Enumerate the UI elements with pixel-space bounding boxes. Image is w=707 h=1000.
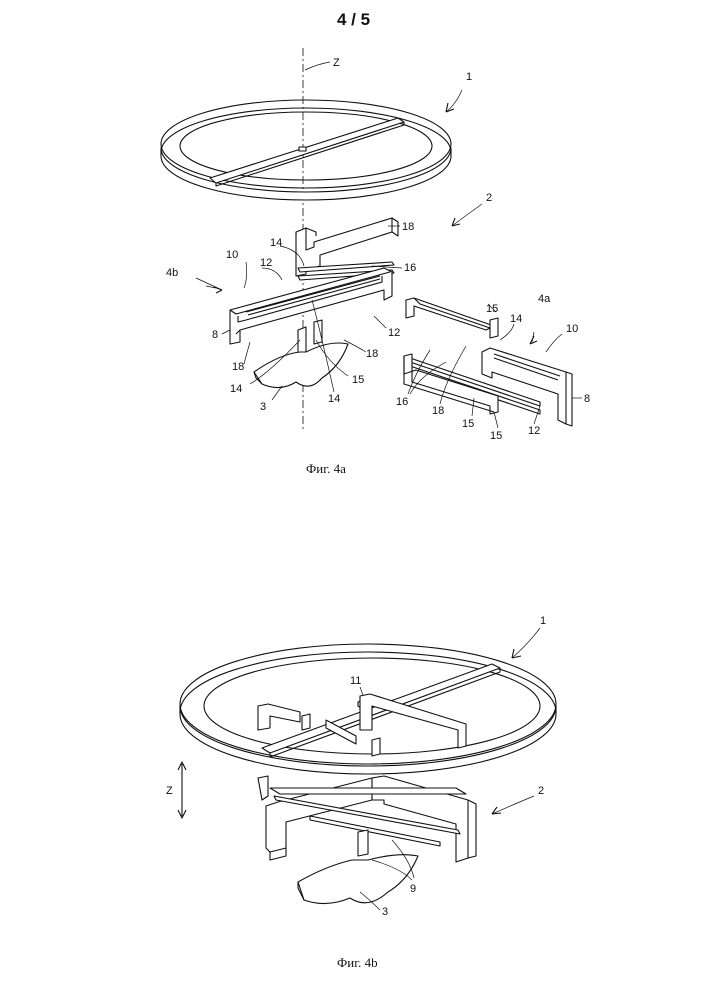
label-4b: 4b	[166, 267, 178, 279]
label-16-right: 16	[396, 396, 408, 408]
label-4a: 4a	[538, 293, 551, 305]
label-12-mid: 12	[388, 327, 400, 339]
label-18-right: 18	[432, 405, 444, 417]
label-18-top: 18	[402, 221, 414, 233]
label-15-right-low: 15	[490, 430, 502, 442]
label-14-top: 14	[270, 237, 282, 249]
label-15-right-top: 15	[486, 303, 498, 315]
label-3-b: 3	[382, 906, 388, 918]
label-15-left: 15	[352, 374, 364, 386]
label-10-left: 10	[226, 249, 238, 261]
figure-4a-drawing: Z 1 2 10	[0, 0, 707, 500]
label-14-right: 14	[510, 313, 522, 325]
label-2: 2	[486, 192, 492, 204]
figure-4a-caption: Фиг. 4а	[306, 461, 346, 477]
label-1-b: 1	[540, 615, 546, 627]
label-9: 9	[410, 883, 416, 895]
label-11: 11	[350, 675, 361, 687]
ring-1	[161, 100, 451, 200]
label-8-left: 8	[212, 329, 218, 341]
label-1: 1	[466, 71, 472, 83]
label-2-b: 2	[538, 785, 544, 797]
label-3: 3	[260, 401, 266, 413]
label-12-left: 12	[260, 257, 272, 269]
figure-4b-caption: Фиг. 4b	[337, 955, 378, 971]
label-10-right: 10	[566, 323, 578, 335]
z-axis-label: Z	[333, 57, 340, 69]
label-12-right: 12	[528, 425, 540, 437]
label-18-left: 18	[232, 361, 244, 373]
assembly-4b	[230, 218, 398, 388]
label-8-right: 8	[584, 393, 590, 405]
ring-1-assembled	[180, 644, 556, 774]
label-15-right-mid: 15	[462, 418, 474, 430]
label-14-bottom: 14	[328, 393, 340, 405]
label-18-mid: 18	[366, 348, 378, 360]
label-14-left: 14	[230, 383, 242, 395]
assembly-4a	[404, 298, 572, 426]
cross-structure	[258, 694, 476, 904]
label-16-left: 16	[404, 262, 416, 274]
z-axis-label-b: Z	[166, 785, 173, 797]
